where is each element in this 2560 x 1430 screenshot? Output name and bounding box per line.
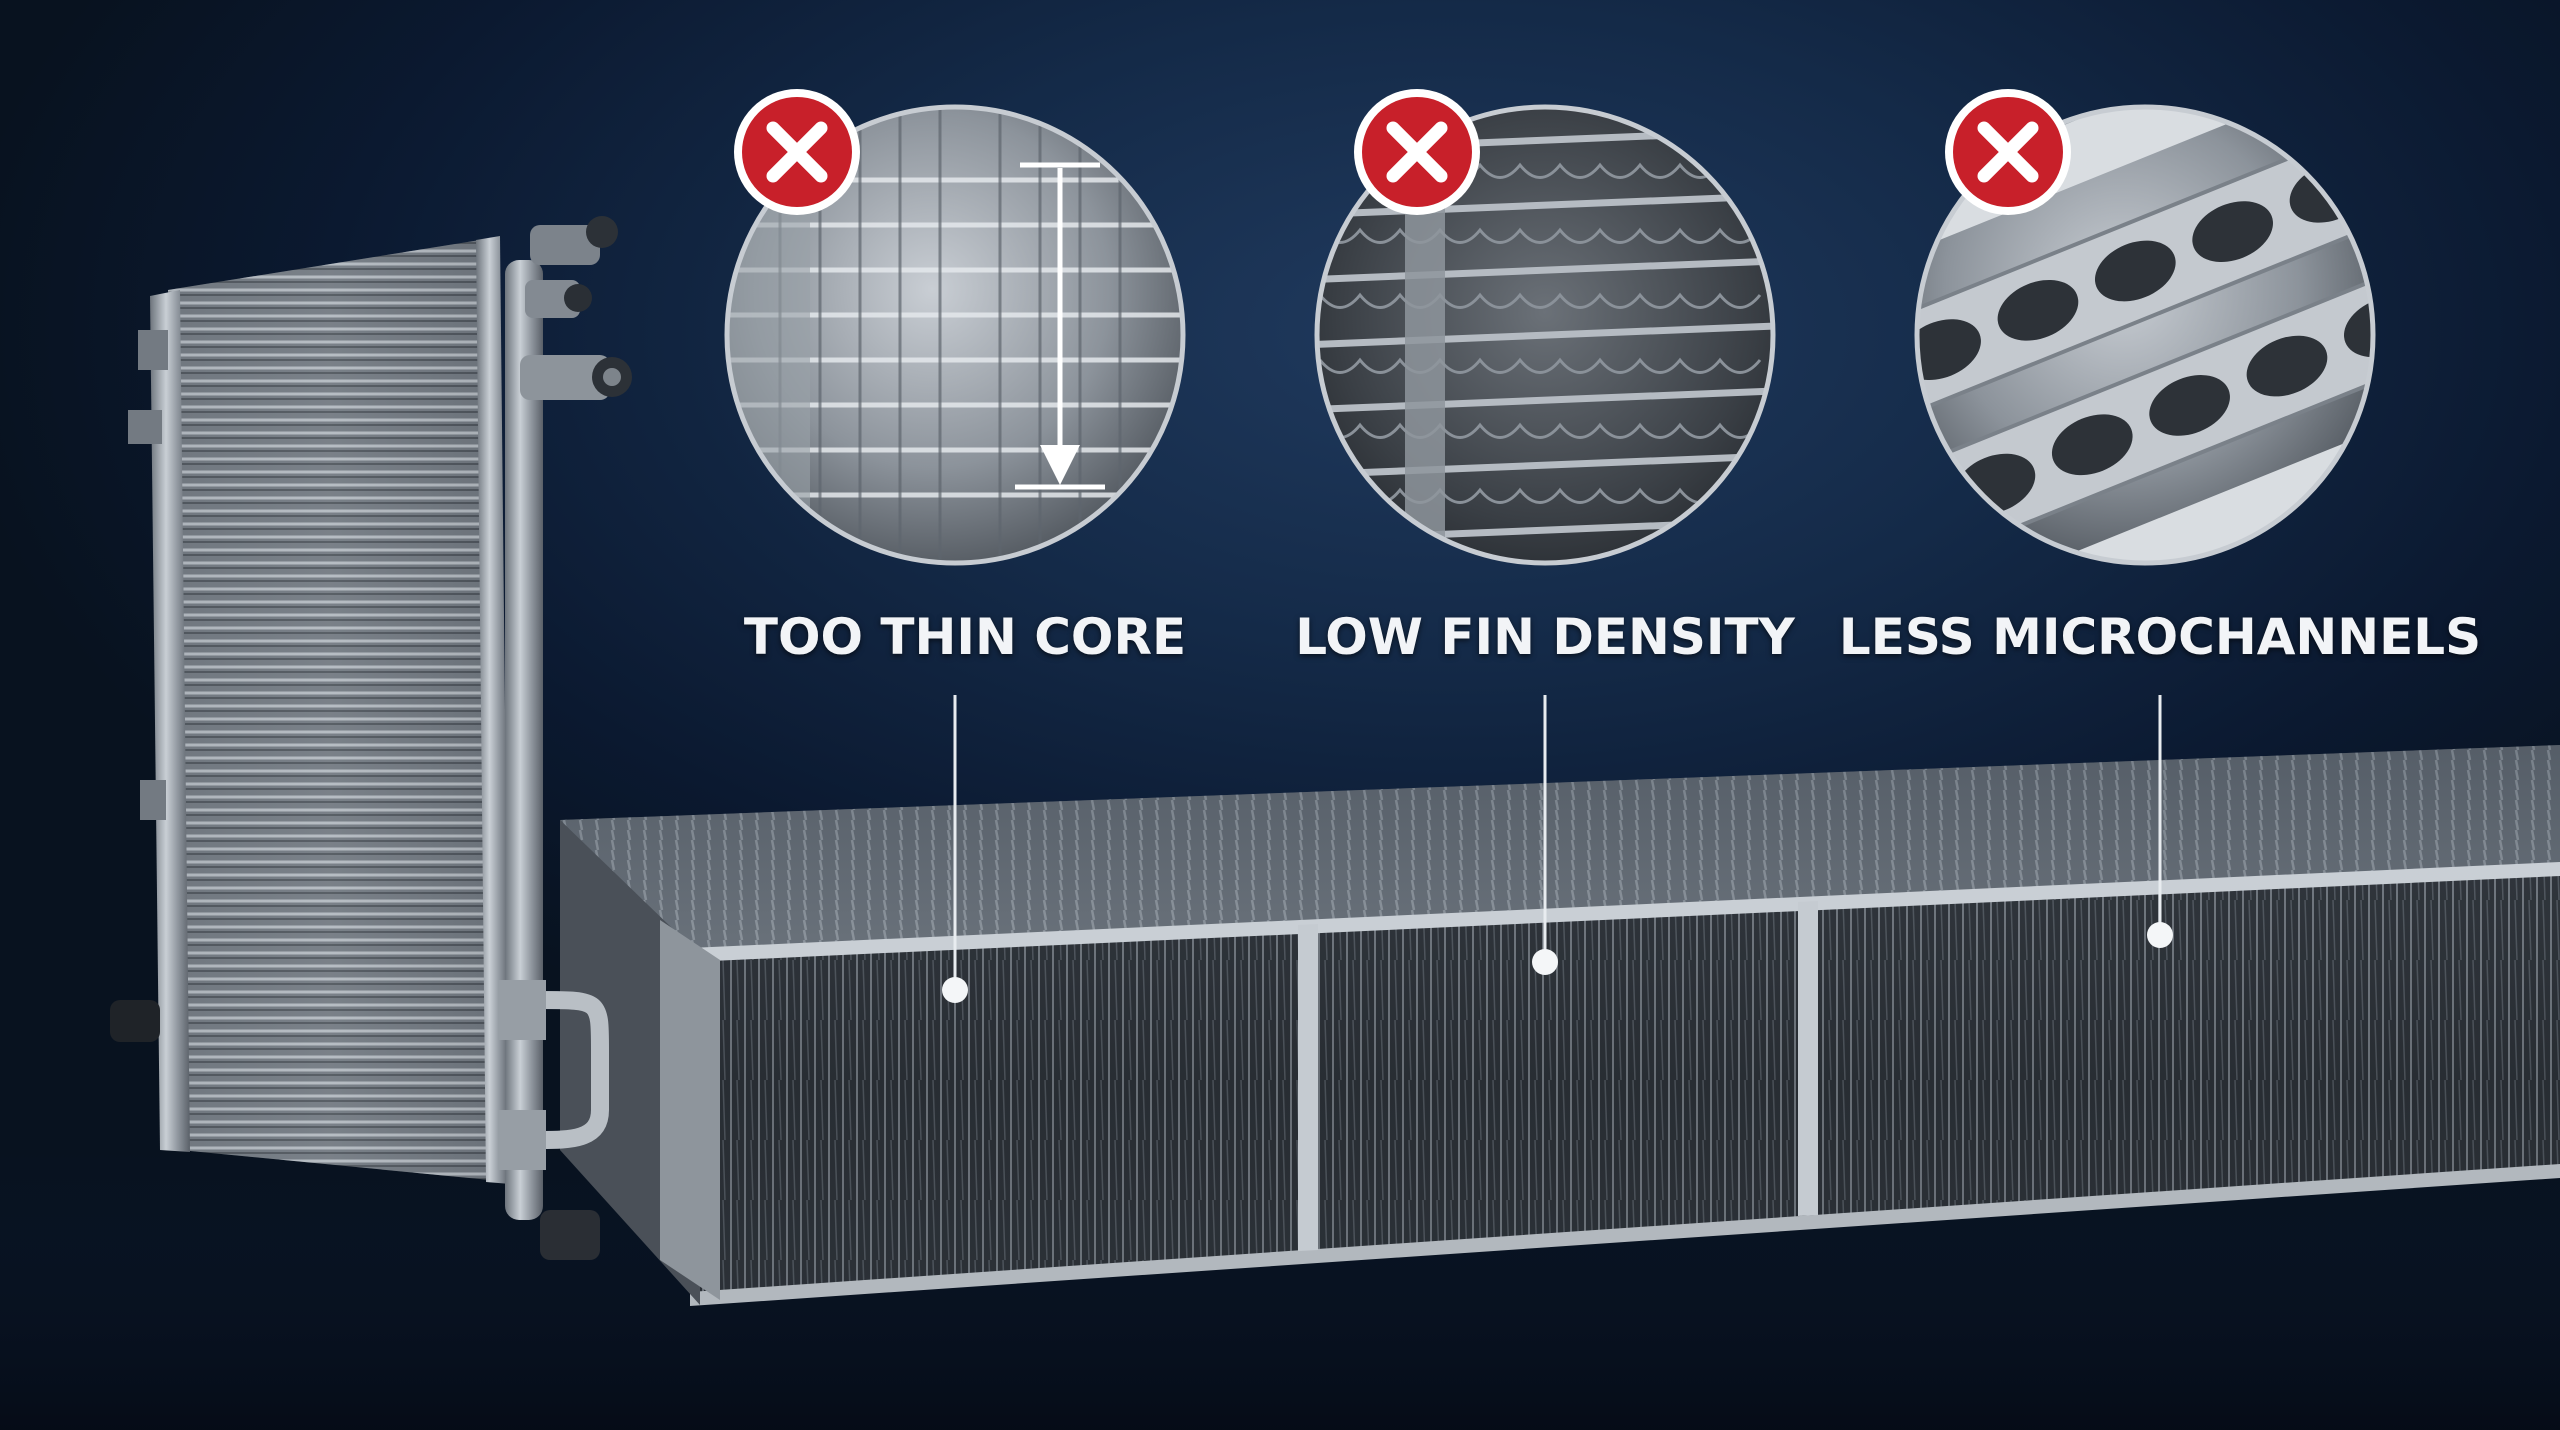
callout-dot-core <box>942 977 968 1003</box>
x-icon <box>1354 89 1480 215</box>
callout-leaders <box>942 695 2173 1003</box>
callout-dot-fin <box>1532 949 1558 975</box>
callout-label-microchannels: LESS MICROCHANNELS <box>1838 608 2482 666</box>
x-icon <box>734 89 860 215</box>
magnifier-microchannels <box>1914 104 2376 566</box>
callout-label-fin-density: LOW FIN DENSITY <box>1295 608 1795 666</box>
callout-dot-micro <box>2147 922 2173 948</box>
thickness-arrow-icon <box>1015 162 1105 490</box>
vertical-condenser-panel <box>110 216 632 1260</box>
magnifier-fin-density <box>1314 104 1776 566</box>
flat-radiator-core <box>560 745 2560 1306</box>
callout-label-thin-core: TOO THIN CORE <box>743 608 1187 666</box>
x-icon <box>1945 89 2071 215</box>
